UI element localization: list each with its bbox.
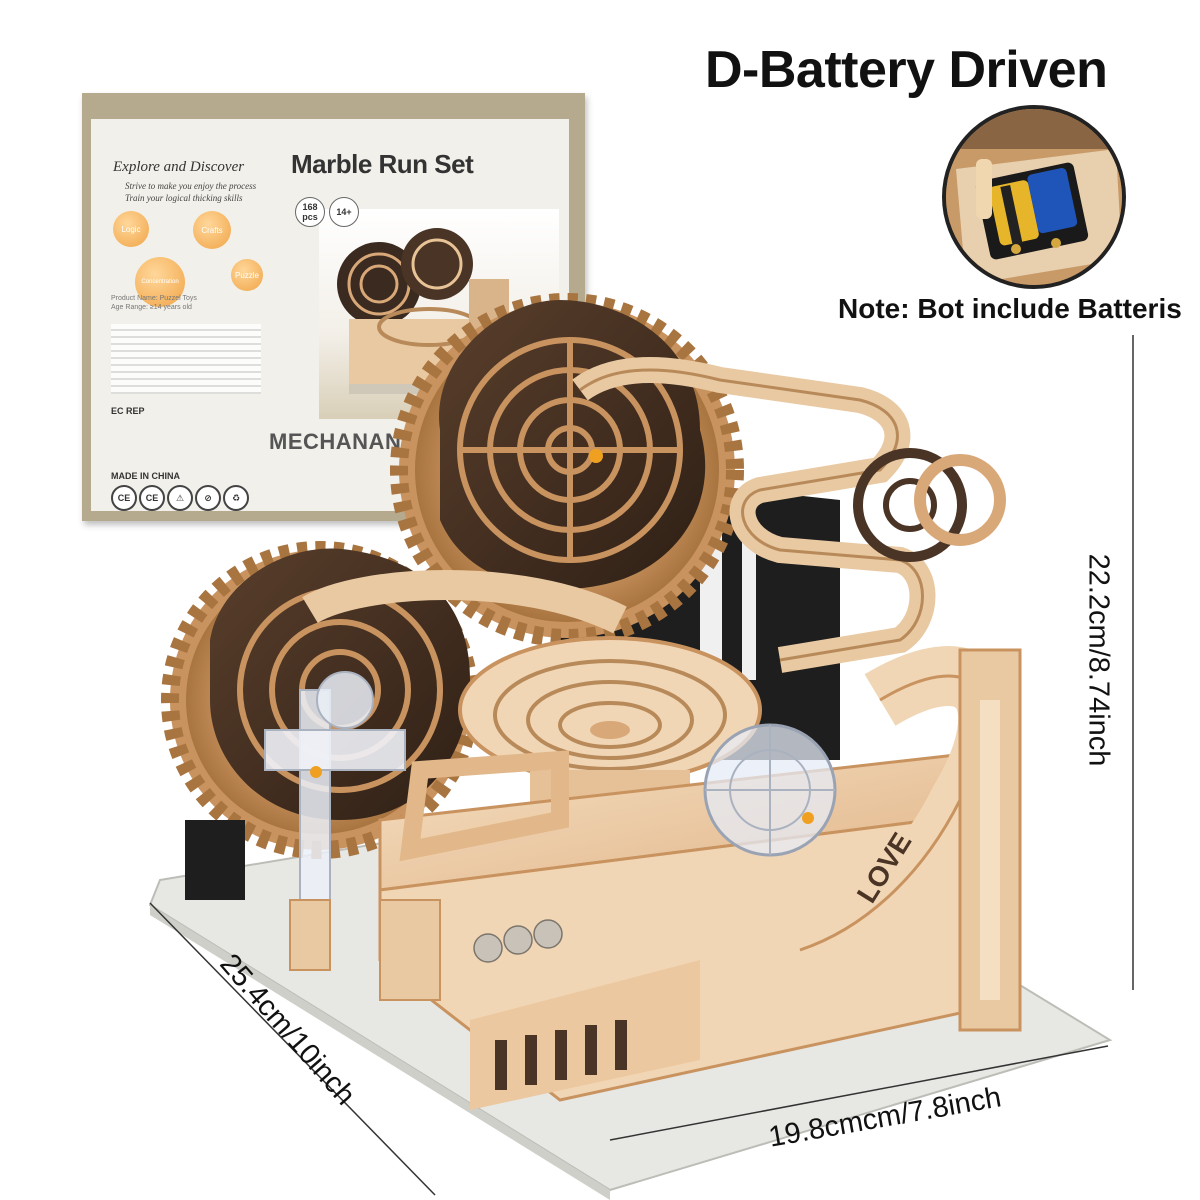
width-dimension-line	[609, 1045, 1109, 1141]
box-ec-rep: EC REP	[111, 406, 145, 416]
box-badge-age: 14+	[329, 197, 359, 227]
clear-wheel	[703, 723, 837, 857]
box-badge-pieces: 168 pcs	[295, 197, 325, 227]
bubble-concentration: Concentration	[135, 257, 185, 307]
box-info-line-1: Product Name: Puzzel Toys	[111, 295, 197, 302]
middle-ramp	[302, 570, 627, 634]
headline: D-Battery Driven	[705, 41, 1108, 99]
lift-wheel	[853, 448, 1006, 562]
marbles	[473, 919, 563, 963]
box-explore-text: Explore and Discover	[113, 159, 245, 175]
box-tagline-2: Train your logical thicking skills	[125, 193, 243, 203]
box-info-line-2: Age Range: ≥14 years old	[111, 304, 192, 311]
recycle-icon: ♻	[223, 485, 249, 511]
bubble-crafts: Crafts	[193, 211, 231, 249]
bubble-logic: Logic	[113, 211, 149, 247]
warning-icon: ⚠	[167, 485, 193, 511]
depth-dimension-line	[149, 902, 436, 1196]
love-ramp: LOVE	[789, 646, 1022, 1032]
box-title: Marble Run Set	[291, 149, 474, 179]
no-small-parts-icon: ⊘	[195, 485, 221, 511]
box-made-in: MADE IN CHINA	[111, 471, 180, 481]
box-tagline-1: Strive to make you enjoy the process	[125, 181, 257, 191]
box-product-info: Product Name: Puzzel Toys Age Range: ≥14…	[111, 294, 261, 312]
battery-note: Note: Bot include Batteris	[838, 293, 1182, 324]
box-fine-print	[111, 324, 261, 394]
height-dimension-label: 22.2cm/8.74inch	[1082, 553, 1115, 767]
ce-icon-2: CE	[139, 485, 165, 511]
bubble-puzzle: Puzzle	[231, 259, 263, 291]
ce-icon: CE	[111, 485, 137, 511]
